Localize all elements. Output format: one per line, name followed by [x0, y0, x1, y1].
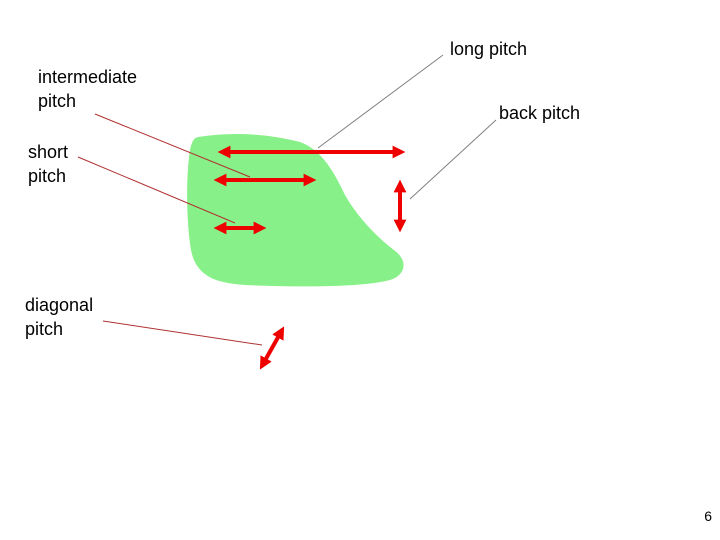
green-blob [187, 134, 404, 287]
leader-line-intermediate [94, 113, 251, 178]
diagonal-pitch-label: diagonal pitch [25, 293, 93, 341]
diagonal-label-line2: pitch [25, 319, 64, 339]
slide-number: 6 [704, 508, 712, 524]
leader-line-back [409, 119, 497, 200]
short-label-line2: pitch [28, 166, 67, 186]
short-label-line1: short [28, 142, 69, 162]
leader-line-diagonal [102, 320, 263, 346]
long-pitch-label: long pitch [450, 39, 528, 59]
diagonal-pitch-arrow [259, 326, 285, 370]
leader-line-short [77, 156, 236, 224]
intermediate-label-line2: pitch [38, 91, 77, 111]
diagonal-label-line1: diagonal [25, 295, 94, 315]
leader-line-long [317, 54, 444, 149]
back-pitch-label: back pitch [499, 103, 581, 123]
short-pitch-label: short pitch [28, 140, 68, 188]
intermediate-label-line1: intermediate [38, 67, 138, 87]
intermediate-pitch-label: intermediate pitch [38, 65, 137, 113]
